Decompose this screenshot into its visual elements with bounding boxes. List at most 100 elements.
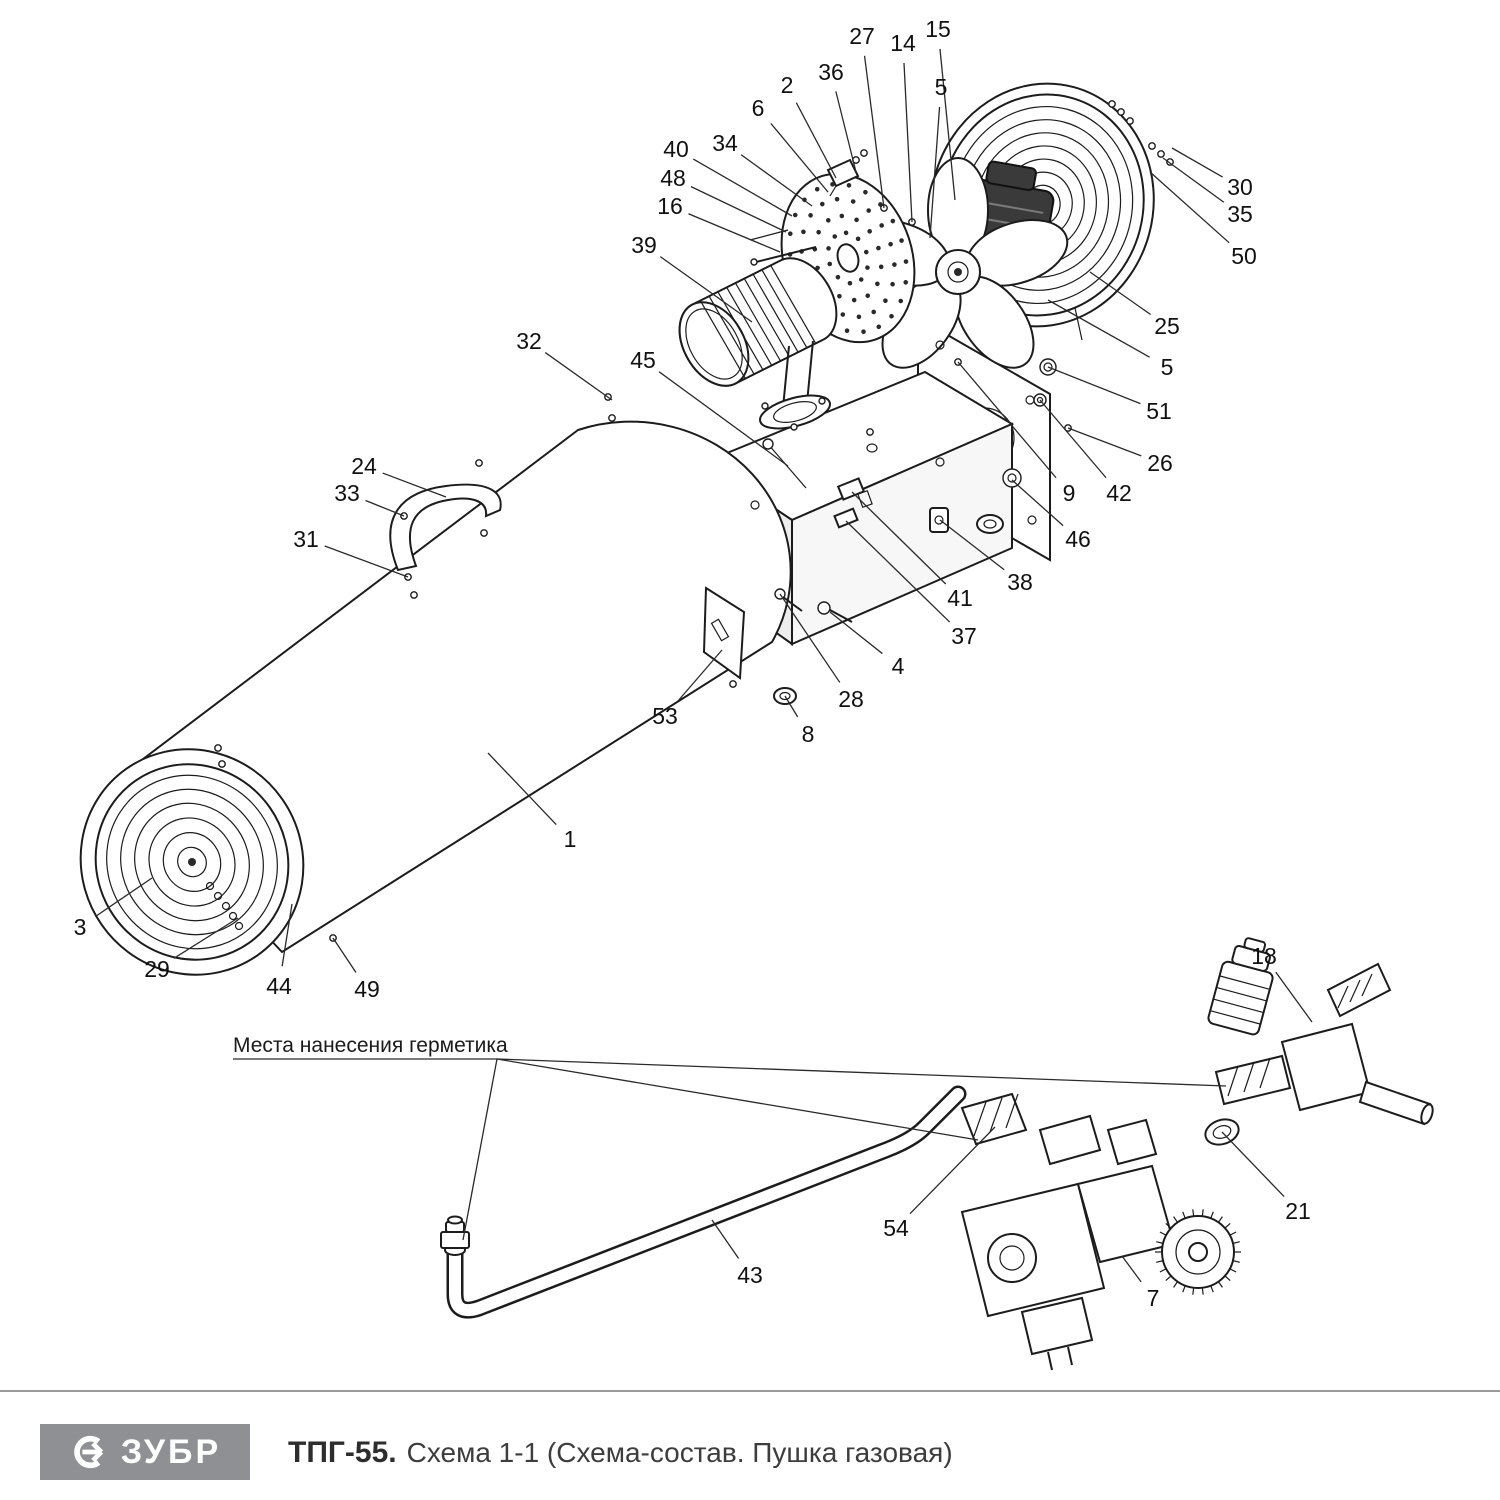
part-number-label: 45 (630, 347, 656, 373)
sealant-leader (496, 1058, 979, 1141)
part-number-label: 3 (74, 914, 87, 940)
sealant-leader (462, 1058, 498, 1241)
part-number-label: 21 (1285, 1198, 1311, 1224)
diagram-subtitle: Схема 1-1 (Схема-состав. Пушка газовая) (406, 1437, 953, 1468)
part-number-label: 8 (802, 721, 815, 747)
part-number-label: 1 (564, 826, 577, 852)
zubr-logo-icon (74, 1435, 103, 1469)
leader-line (324, 545, 409, 578)
mount-bracket-top (826, 158, 860, 197)
part-number-label: 50 (1231, 243, 1257, 269)
fitting-54 (960, 1092, 1028, 1146)
zubr-logo: ЗУБР (40, 1424, 250, 1480)
fitting-46 (976, 468, 1022, 534)
leader-line (688, 213, 781, 253)
model-name: ТПГ-55. (288, 1436, 397, 1469)
sealant-note: Места нанесения герметика (233, 1034, 508, 1057)
part-number-label: 9 (1063, 480, 1076, 506)
part-number-label: 29 (144, 956, 170, 982)
leader-line (784, 695, 799, 718)
part-number-label: 48 (660, 165, 686, 191)
solenoid-coil (960, 1182, 1106, 1318)
part-number-label: 53 (652, 703, 678, 729)
leader-line (487, 752, 557, 825)
part-number-label: 28 (838, 686, 864, 712)
part-number-label: 14 (890, 30, 916, 56)
exploded-diagram: Места нанесения герметика 27141523656403… (74, 16, 1434, 1371)
part-number-label: 43 (737, 1262, 763, 1288)
leader-line (1162, 157, 1225, 203)
leader-line (1221, 1131, 1285, 1198)
part-number-label: 38 (1007, 569, 1033, 595)
leader-line (659, 256, 753, 323)
leader-line (779, 593, 841, 683)
leader-line (845, 520, 951, 623)
leader-line (173, 917, 239, 959)
leader-line (96, 877, 153, 917)
gas-inlet-elbow (817, 601, 853, 623)
knurled-knob (1155, 1209, 1241, 1295)
leader-line (957, 361, 1057, 479)
leader-line (835, 91, 857, 173)
leader-line (1171, 147, 1223, 178)
leader-line (1121, 1255, 1142, 1283)
pipe-nut (440, 1231, 470, 1249)
leader-line (544, 352, 613, 401)
part-number-label: 2 (781, 72, 794, 98)
part-number-label: 51 (1146, 398, 1172, 424)
leader-line (711, 1219, 740, 1259)
part-number-label: 25 (1154, 313, 1180, 339)
part-number-label: 15 (925, 16, 951, 42)
part-number-label: 4 (892, 653, 905, 679)
leader-line (692, 158, 793, 217)
carry-handle (389, 483, 502, 572)
part-number-label: 16 (657, 193, 683, 219)
chassis-flap (702, 586, 746, 680)
part-number-label: 5 (935, 74, 948, 100)
part-number-label: 42 (1106, 480, 1132, 506)
leader-line (740, 154, 813, 207)
leader-line (939, 48, 956, 201)
logo-text: ЗУБР (120, 1432, 222, 1471)
part-number-label: 41 (947, 585, 973, 611)
part-number-label: 36 (818, 59, 844, 85)
part-number-label: 5 (1161, 354, 1174, 380)
igniter-electrode (749, 229, 817, 266)
sealant-fitting (1214, 1054, 1292, 1106)
part-number-label: 33 (334, 480, 360, 506)
part-number-label: 46 (1065, 526, 1091, 552)
front-grille (106, 774, 278, 950)
part-number-label: 18 (1251, 943, 1277, 969)
leader-line (281, 903, 293, 967)
leader-line (1089, 271, 1151, 316)
leader-line (690, 186, 787, 233)
leader-line (332, 937, 357, 973)
burner (678, 257, 838, 431)
leader-line (1047, 299, 1150, 358)
leader-line (939, 519, 1005, 571)
part-number-label: 49 (354, 976, 380, 1002)
gas-pipe (440, 1085, 967, 1319)
part-number-label: 27 (849, 23, 875, 49)
leader-line (829, 611, 883, 655)
part-number-label: 54 (883, 1215, 909, 1241)
tee-body (1280, 1022, 1372, 1112)
leader-line (1047, 366, 1141, 405)
part-number-label: 35 (1227, 201, 1253, 227)
leader-line (1039, 399, 1107, 479)
part-number-label: 7 (1147, 1285, 1160, 1311)
leader-line (1149, 171, 1230, 244)
part-number-label: 34 (712, 130, 738, 156)
sealant-leader (496, 1058, 1227, 1087)
part-number-label: 39 (631, 232, 657, 258)
leader-line (382, 472, 447, 498)
diagram-title: ТПГ-55. Схема 1-1 (Схема-состав. Пушка г… (288, 1424, 953, 1480)
leader-line (1067, 427, 1142, 457)
leader-line (1275, 971, 1313, 1023)
part-number-label: 24 (351, 453, 377, 479)
leader-line (851, 491, 947, 585)
part-number-label: 40 (663, 136, 689, 162)
leader-line (365, 499, 405, 517)
